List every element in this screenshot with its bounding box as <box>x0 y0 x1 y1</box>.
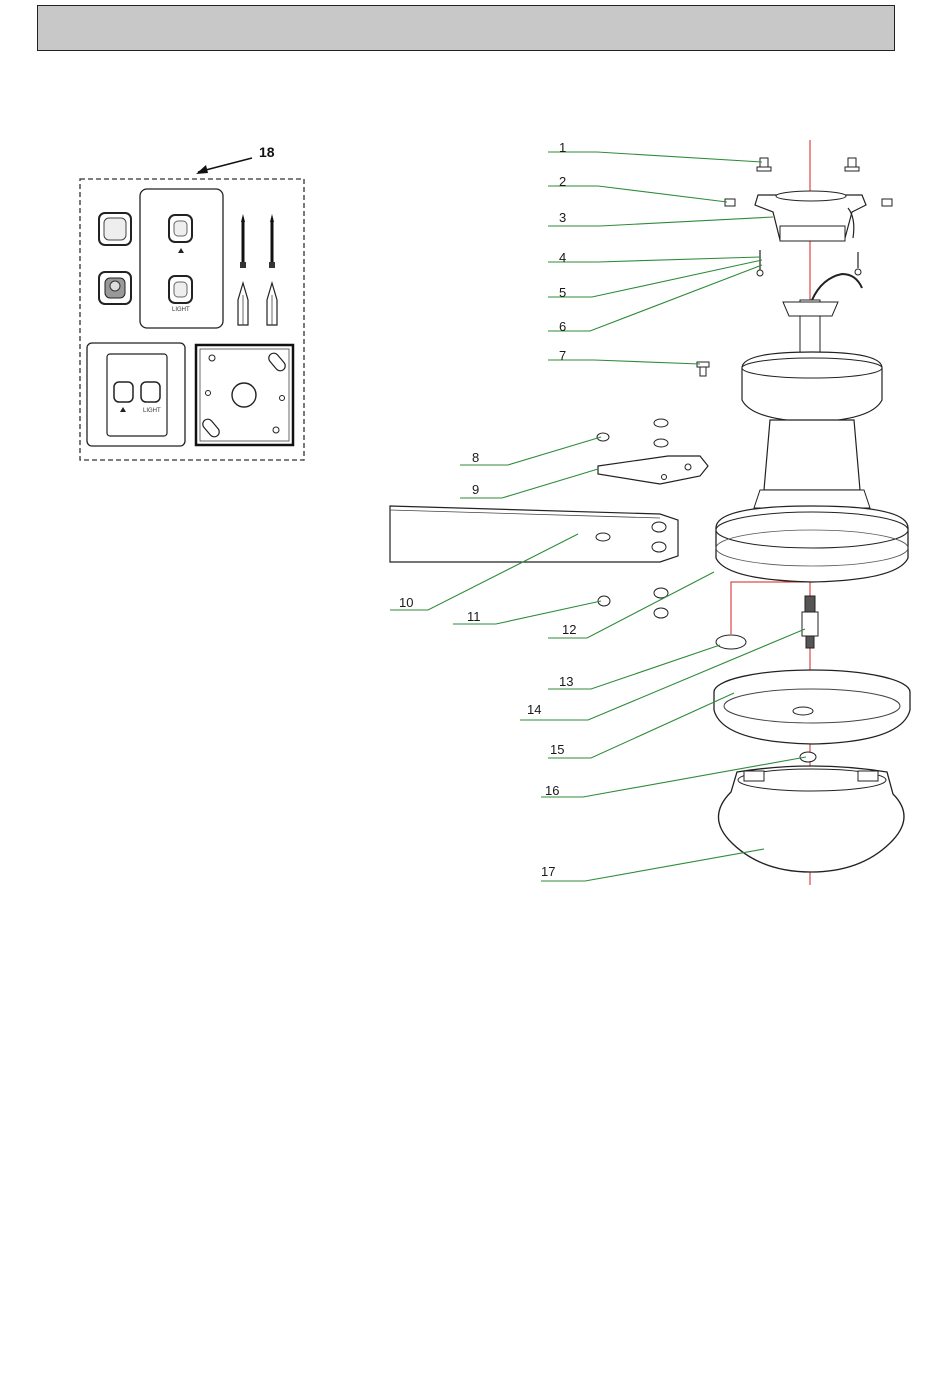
part-3-mounting-bracket <box>755 191 866 241</box>
switch-light-text: LIGHT <box>143 408 161 414</box>
part-15-light-housing <box>714 670 910 744</box>
part-label-17: 17 <box>541 864 555 879</box>
part-10-blade <box>390 506 678 562</box>
screw-2 <box>269 214 275 268</box>
square-button-1 <box>99 213 131 245</box>
screw-1 <box>240 214 246 268</box>
part-label-3: 3 <box>559 210 566 225</box>
wall-plug-1 <box>238 283 248 325</box>
part-label-14: 14 <box>527 702 541 717</box>
part-label-11: 11 <box>467 609 481 624</box>
part-label-12: 12 <box>562 622 576 637</box>
part-13-plate <box>716 635 746 649</box>
part-label-5: 5 <box>559 285 566 300</box>
part-8-washers <box>597 419 668 447</box>
part-label-2: 2 <box>559 174 566 189</box>
part-label-6: 6 <box>559 319 566 334</box>
part-9-blade-iron <box>598 456 708 484</box>
axis-offset-line <box>731 582 810 634</box>
plate-light-text: LIGHT <box>172 307 190 313</box>
canopy <box>742 352 882 508</box>
square-button-2 <box>99 272 131 304</box>
wall-plug-2 <box>267 283 277 325</box>
accessory-kit: 18 LIGHT <box>80 144 304 460</box>
part-label-1: 1 <box>559 140 566 155</box>
framed-wall-switch: LIGHT <box>87 343 185 446</box>
motor-housing <box>716 506 908 582</box>
part-label-13: 13 <box>559 674 573 689</box>
part-17-glass-shade <box>718 766 904 872</box>
part-label-4: 4 <box>559 250 566 265</box>
kit-label: 18 <box>259 144 275 160</box>
part-4-6-pins <box>757 250 861 276</box>
wall-switch-plate: LIGHT <box>140 189 223 328</box>
downrod <box>783 274 862 362</box>
part-label-15: 15 <box>550 742 564 757</box>
part-1-bolts <box>757 158 859 171</box>
kit-arrow-head <box>196 165 208 174</box>
part-label-7: 7 <box>559 348 566 363</box>
part-label-10: 10 <box>399 595 413 610</box>
part-16-nut <box>800 752 816 762</box>
part-label-16: 16 <box>545 783 559 798</box>
mounting-box <box>196 345 293 445</box>
part-label-8: 8 <box>472 450 479 465</box>
part-14-connector <box>802 596 818 648</box>
part-label-9: 9 <box>472 482 479 497</box>
